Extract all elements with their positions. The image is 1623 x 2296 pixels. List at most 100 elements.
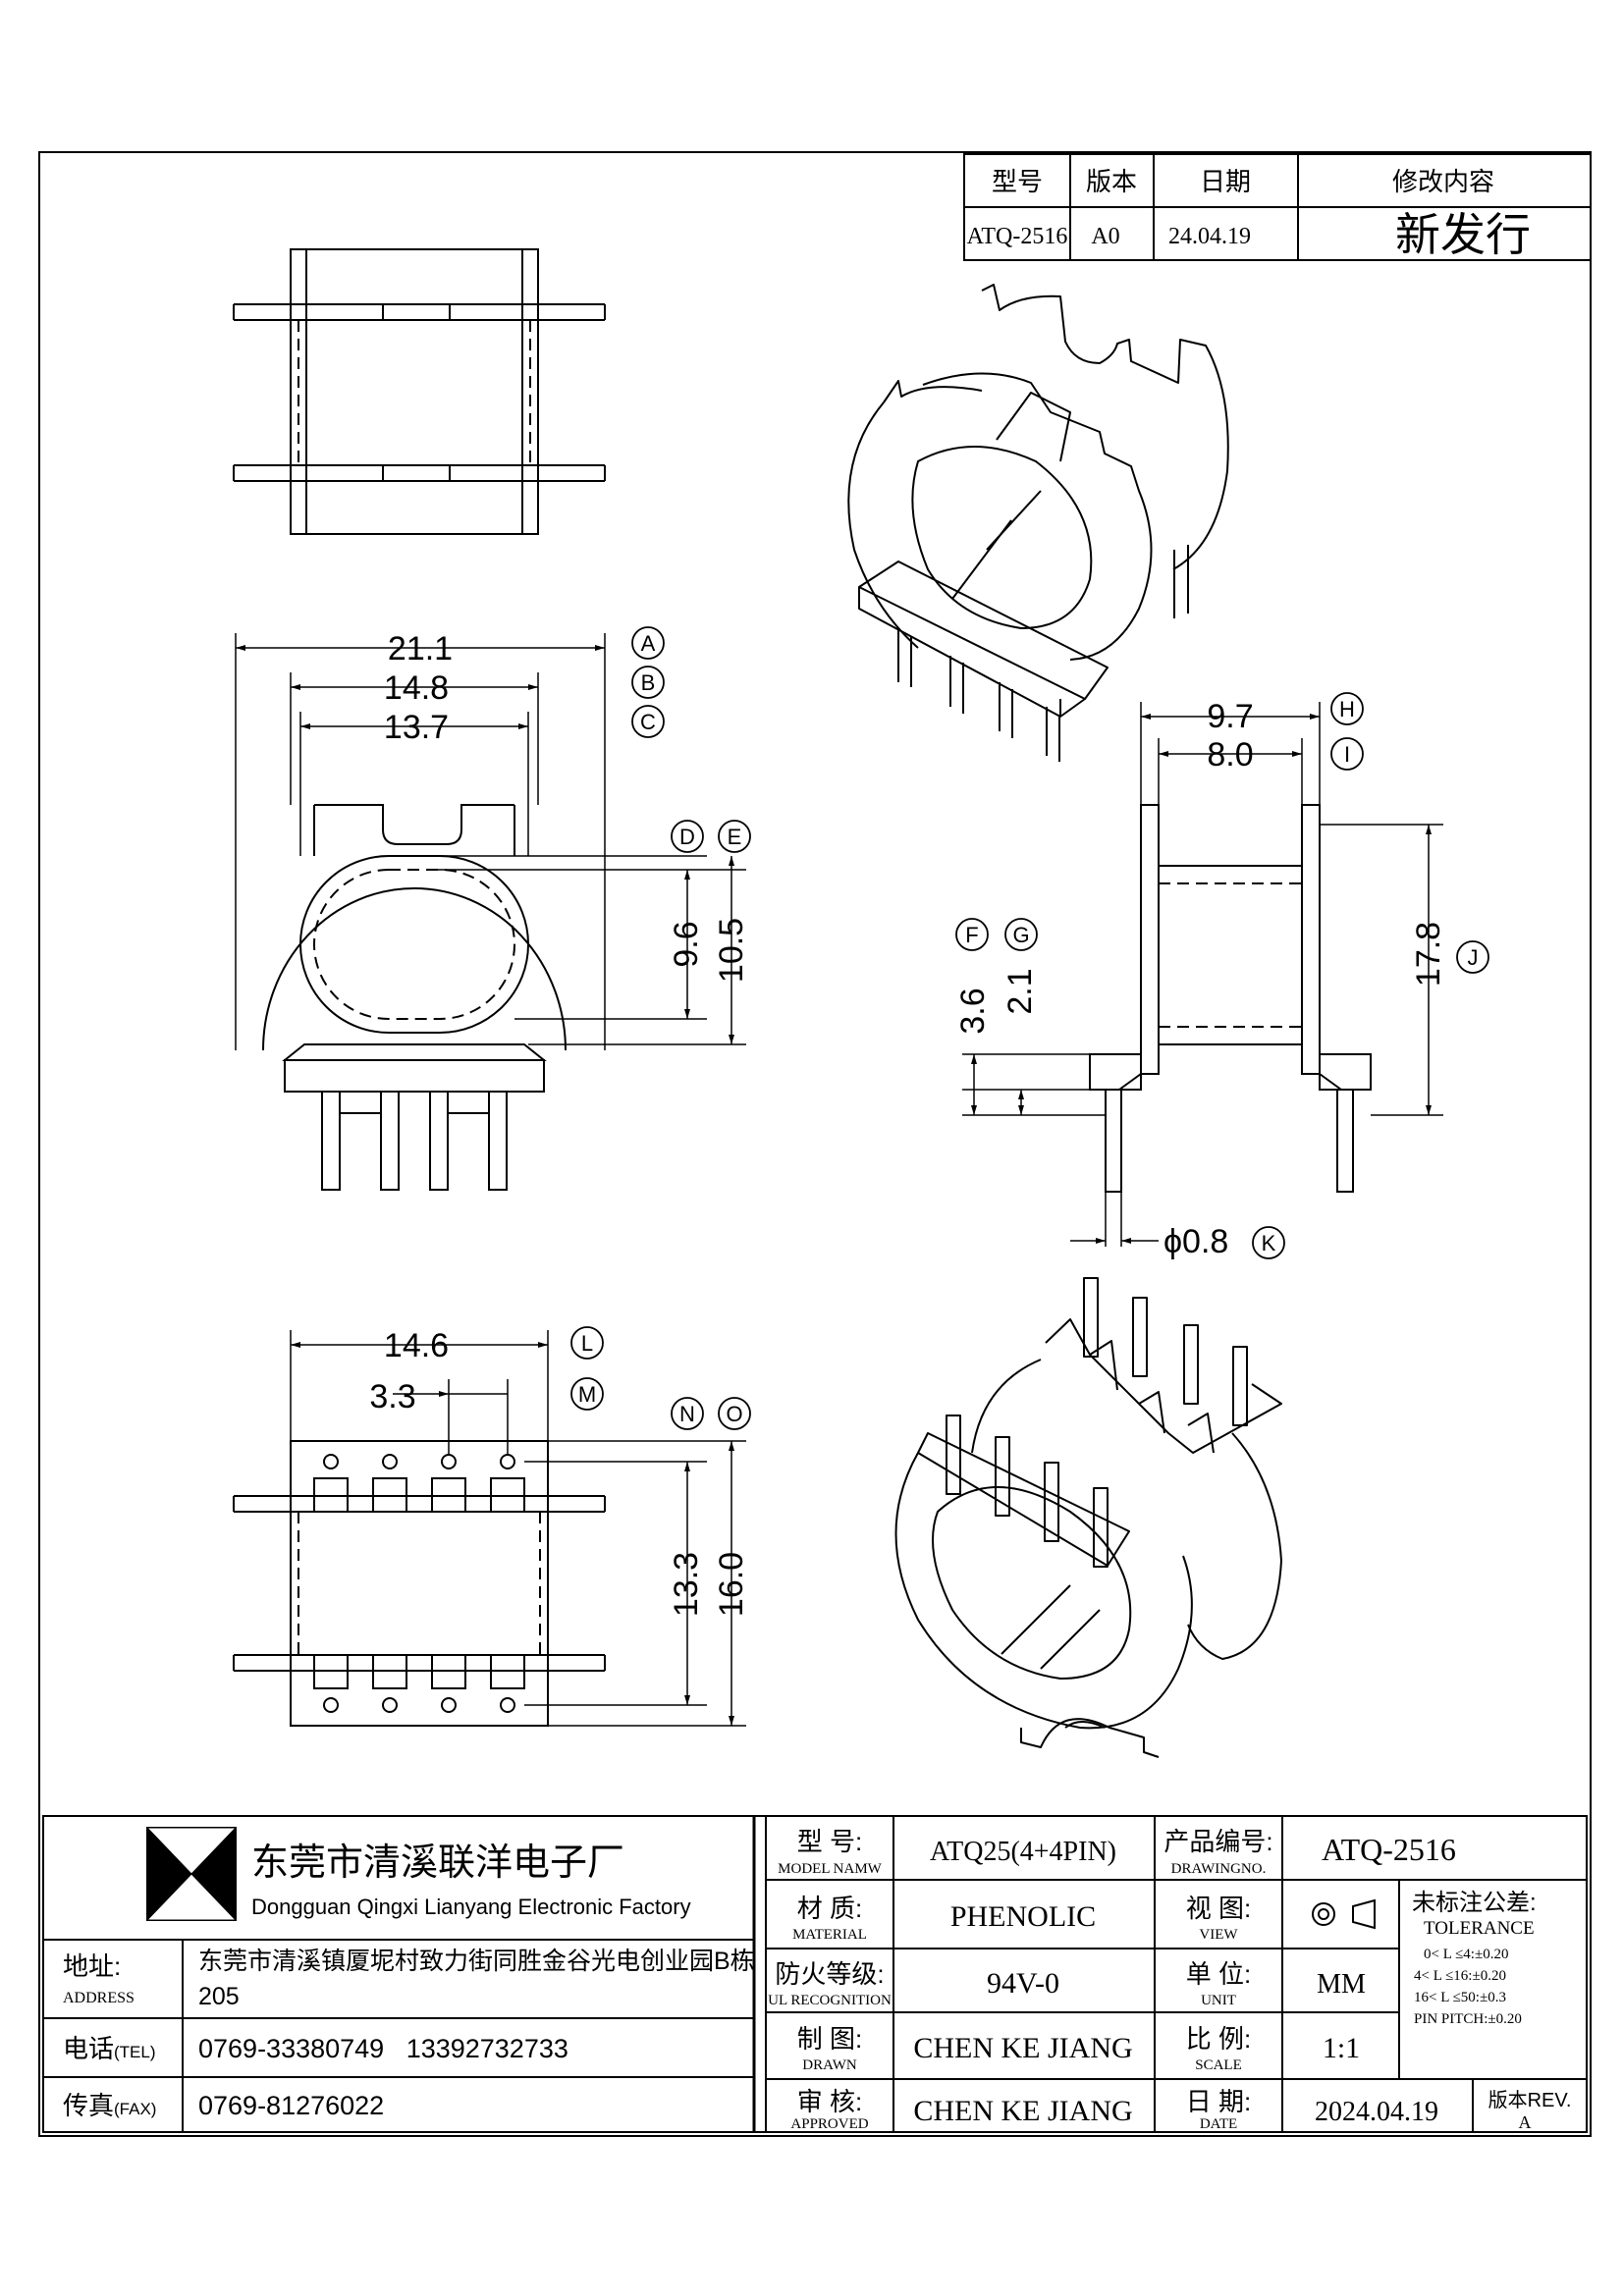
bottom-view-dimensions (290, 1330, 746, 1727)
dim-14-6: 14.6 (384, 1327, 449, 1364)
balloon-b: B (641, 670, 656, 695)
tolerance-line-1: 0< L ≤4:±0.20 (1424, 1947, 1508, 1962)
balloon-j: J (1468, 945, 1479, 970)
drawn-label: 制 图: (797, 2024, 862, 2054)
revision-table (963, 153, 1592, 261)
dim-14-8: 14.8 (384, 669, 449, 707)
iso-view-top (847, 284, 1229, 762)
address-label-en: ADDRESS (63, 1990, 135, 2006)
dim-9-7: 9.7 (1207, 698, 1253, 735)
dim-10-5: 10.5 (713, 918, 750, 983)
balloon-f: F (965, 923, 978, 947)
dim-3-3: 3.3 (369, 1378, 415, 1415)
drawn-label-en: DRAWN (802, 2057, 857, 2073)
drawn-value: CHEN KE JIANG (913, 2032, 1132, 2064)
rev-date-value: 24.04.19 (1168, 224, 1251, 249)
address-line-1: 东莞市清溪镇厦坭村致力街同胜金谷光电创业园B栋 (198, 1948, 755, 1975)
model-label: 型 号: (797, 1827, 862, 1856)
rev-header-change: 修改内容 (1392, 167, 1494, 196)
company-name-en: Dongguan Qingxi Lianyang Electronic Fact… (251, 1895, 691, 1919)
tolerance-label: 未标注公差: (1412, 1890, 1537, 1916)
side-view (1089, 804, 1372, 1193)
date-value: 2024.04.19 (1315, 2097, 1438, 2127)
fax-label: 传真(FAX) (63, 2091, 156, 2120)
balloon-c: C (640, 710, 656, 734)
approved-value: CHEN KE JIANG (913, 2095, 1132, 2127)
projection-symbol-icon (1312, 1898, 1376, 1930)
rev-change-value: 新发行 (1395, 210, 1531, 260)
approved-label-en: APPROVED (790, 2116, 868, 2132)
ul-label: 防火等级: (775, 1959, 884, 1989)
iso-view-bottom (894, 1277, 1282, 1758)
material-value: PHENOLIC (950, 1900, 1096, 1933)
tel-value: 0769-33380749 13392732733 (198, 2034, 568, 2063)
dim-8-0: 8.0 (1207, 736, 1253, 774)
front-view-dimensions (235, 633, 746, 1050)
date-label-en: DATE (1200, 2116, 1237, 2132)
company-name-cn: 东莞市清溪联洋电子厂 (251, 1842, 624, 1884)
ul-value: 94V-0 (987, 1967, 1059, 2000)
rev-model-value: ATQ-2516 (967, 224, 1068, 249)
balloon-g: G (1012, 923, 1029, 947)
scale-value: 1:1 (1323, 2032, 1360, 2064)
dim-2-1: 2.1 (1001, 968, 1039, 1014)
drawing-no-label-en: DRAWINGNO. (1171, 1861, 1267, 1877)
tolerance-line-3: 16< L ≤50:±0.3 (1414, 1990, 1506, 2005)
balloon-l: L (581, 1331, 593, 1356)
rev-header-version: 版本 (1086, 167, 1137, 196)
bottom-view (233, 1440, 606, 1727)
dim-16-0: 16.0 (713, 1552, 750, 1617)
balloon-a: A (641, 631, 656, 656)
drawing-no-value: ATQ-2516 (1322, 1832, 1456, 1867)
drawing-border (38, 151, 1592, 2137)
tel-label: 电话(TEL) (63, 2034, 156, 2063)
balloon-e: E (728, 825, 742, 849)
scale-label-en: SCALE (1195, 2057, 1242, 2073)
dimension-labels: 21.1 14.8 13.7 9.6 10.5 9.7 8.0 17.8 3.6… (369, 630, 1447, 1617)
tolerance-line-2: 4< L ≤16:±0.20 (1414, 1968, 1506, 1984)
material-label: 材 质: (797, 1894, 862, 1923)
front-view (262, 804, 567, 1191)
balloon-i: I (1344, 742, 1350, 767)
unit-label-en: UNIT (1201, 1993, 1236, 2008)
address-line-2: 205 (198, 1983, 240, 2010)
dim-21-1: 21.1 (388, 630, 453, 667)
rev-header-date: 日期 (1200, 167, 1251, 196)
model-value: ATQ25(4+4PIN) (930, 1837, 1116, 1867)
balloon-n: N (679, 1402, 695, 1426)
reference-balloons (570, 626, 1489, 1430)
address-label: 地址: (63, 1951, 121, 1981)
rev-label: 版本REV. (1488, 2089, 1572, 2111)
drawing-no-label: 产品编号: (1163, 1827, 1272, 1856)
view-label-en: VIEW (1199, 1927, 1238, 1943)
model-label-en: MODEL NAMW (778, 1861, 883, 1877)
tolerance-line-4: PIN PITCH:±0.20 (1414, 2011, 1522, 2027)
dim-17-8: 17.8 (1410, 922, 1447, 987)
unit-label: 单 位: (1186, 1959, 1251, 1989)
balloon-k: K (1262, 1231, 1276, 1255)
rev-version-value: A0 (1091, 224, 1119, 249)
material-label-en: MATERIAL (792, 1927, 867, 1943)
side-view-dimensions (962, 702, 1443, 1247)
balloon-d: D (679, 825, 695, 849)
view-label: 视 图: (1186, 1894, 1251, 1923)
title-block (42, 1815, 1588, 2133)
balloon-m: M (578, 1382, 596, 1407)
balloon-h: H (1339, 697, 1355, 721)
unit-value: MM (1317, 1969, 1366, 2000)
approved-label: 审 核: (797, 2087, 862, 2116)
balloon-o: O (726, 1402, 742, 1426)
fax-value: 0769-81276022 (198, 2091, 384, 2120)
company-logo (145, 1827, 238, 1921)
dim-13-7: 13.7 (384, 709, 449, 746)
date-label: 日 期: (1186, 2087, 1251, 2116)
ul-label-en: UL RECOGNITION (768, 1993, 892, 2008)
scale-label: 比 例: (1186, 2024, 1251, 2054)
dim-phi-0-8: ϕ0.8 (1163, 1223, 1228, 1260)
rev-value: A (1519, 2112, 1532, 2132)
dim-13-3: 13.3 (668, 1552, 705, 1617)
rev-header-model: 型号 (992, 167, 1043, 196)
top-view (233, 248, 606, 535)
dim-9-6: 9.6 (668, 921, 705, 967)
